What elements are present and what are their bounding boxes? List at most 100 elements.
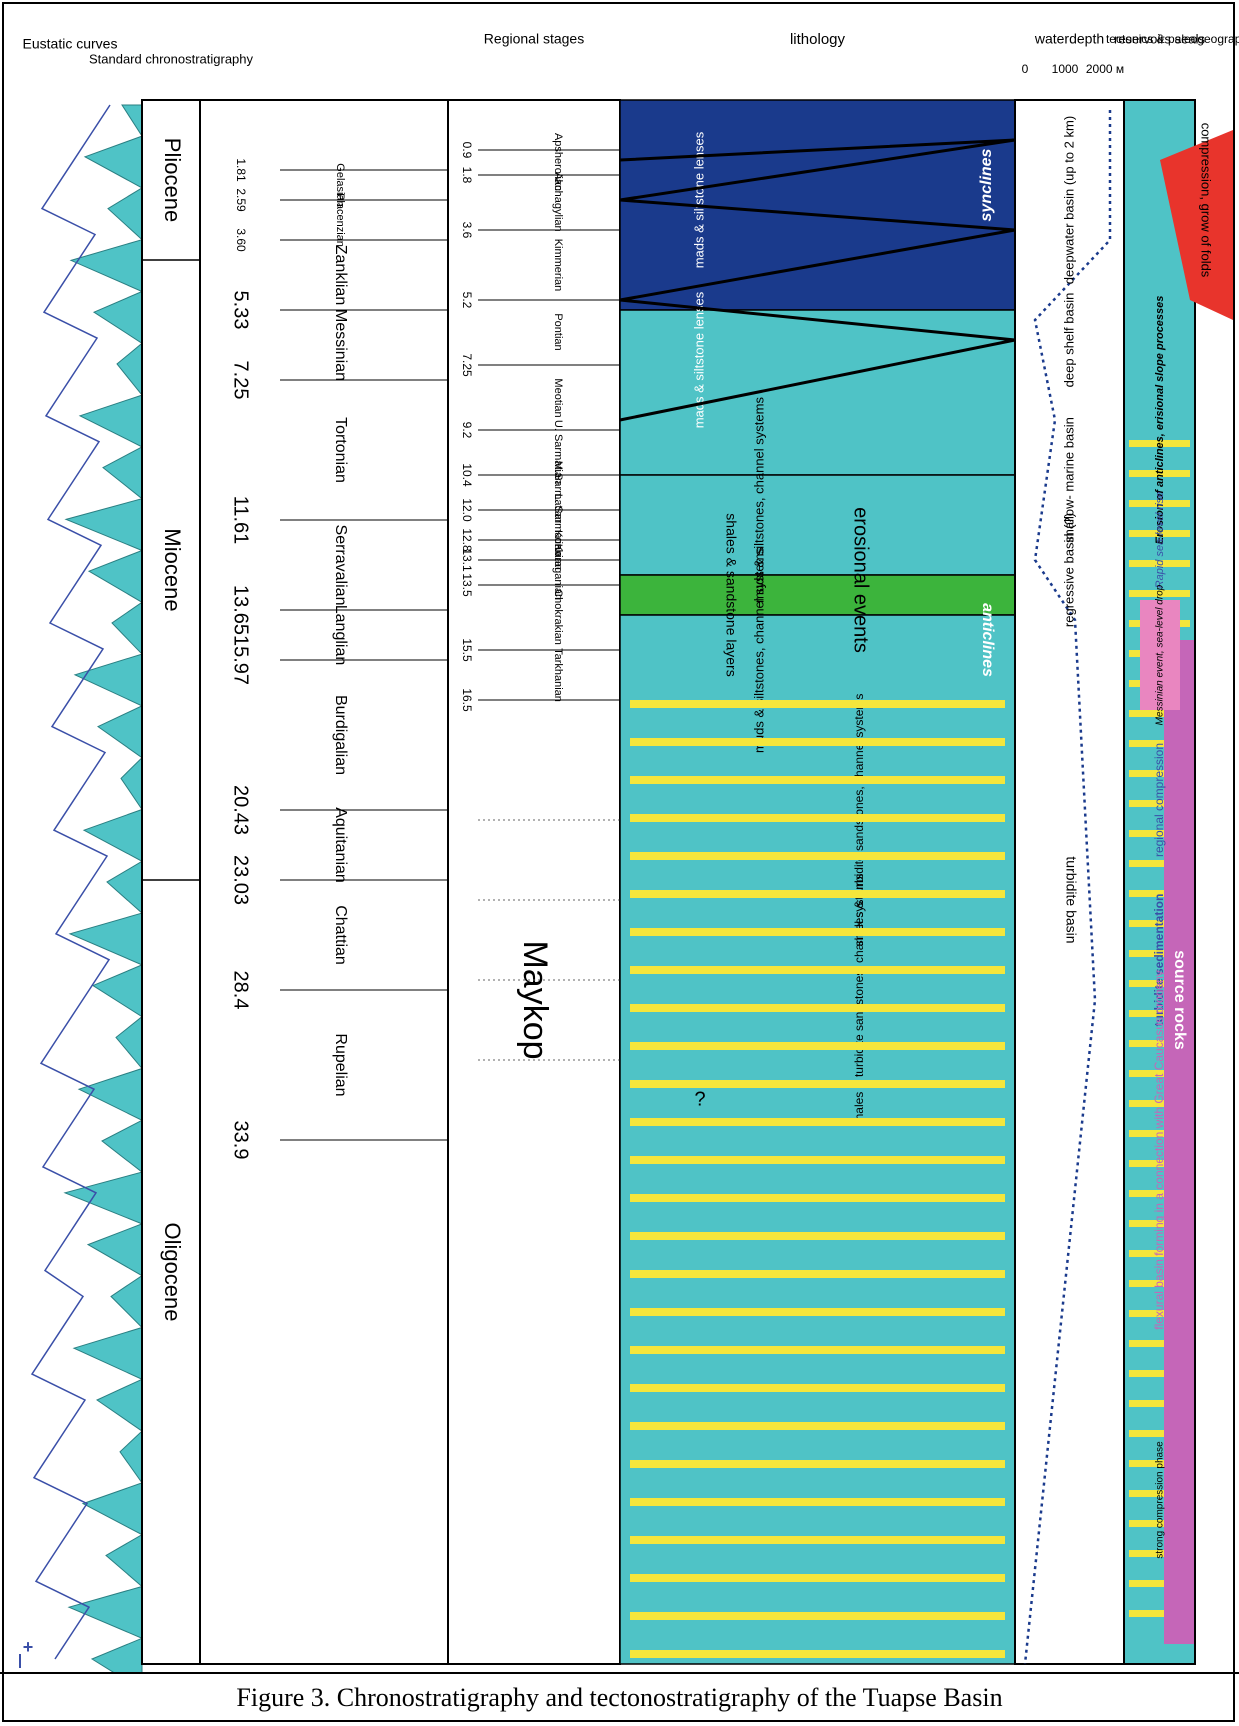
reservoir-layer	[1129, 1190, 1190, 1197]
epoch-column	[141, 99, 201, 1665]
sandstone-layer	[630, 814, 1005, 822]
tectonics-rapid-rise: Rapid sea-level rise	[1154, 492, 1166, 589]
sandstone-layer	[630, 738, 1005, 746]
sandstone-layer	[630, 1536, 1005, 1544]
reservoir-layer	[1129, 590, 1190, 597]
label-shales-sandstone: shales & sandstone layers	[723, 513, 739, 676]
regional-age-10: 13.5	[460, 573, 474, 597]
regional-stage-8: Konkian	[552, 530, 564, 570]
standard-stage-1: Placenzian	[334, 193, 346, 247]
header-tectonics: tectonics & paleogeography	[1106, 32, 1239, 46]
reservoir-layer	[1129, 890, 1190, 897]
reservoir-layer	[1129, 440, 1190, 447]
regional-age-1: 1.8	[460, 167, 474, 184]
standard-stage-3: Messinian	[332, 309, 349, 381]
regional-age-9: 13.1	[460, 548, 474, 572]
reservoir-layer	[1129, 800, 1190, 807]
sandstone-layer	[630, 1004, 1005, 1012]
standard-stage-4: Tortonian	[332, 417, 349, 483]
label-erosional: erosional events	[850, 507, 872, 653]
reservoir-layer	[1129, 1040, 1190, 1047]
reservoir-layer	[1129, 1250, 1190, 1257]
regional-stage-6: M.Sarmatian	[552, 461, 564, 523]
sandstone-layer	[630, 852, 1005, 860]
sandstone-layer	[630, 1498, 1005, 1506]
regional-stage-0: Apsherolian	[552, 133, 564, 191]
regional-age-11: 15.5	[460, 638, 474, 662]
header-regional: Regional stages	[484, 31, 584, 47]
regional-stage-7: L. Sarmatian	[552, 494, 564, 556]
standard-age-11: 33.9	[230, 1121, 252, 1160]
waterdepth-deep-shelf: deep shelf basin	[1061, 293, 1076, 388]
regional-stage-3: Pontian	[552, 313, 564, 350]
standard-age-6: 13.65	[230, 585, 252, 635]
standard-age-3: 5.33	[230, 291, 252, 330]
tectonics-strong-phase: strong compression phase	[1155, 1441, 1166, 1559]
sandstone-layer	[630, 1194, 1005, 1202]
reservoir-layer	[1129, 980, 1190, 987]
sandstone-layer	[630, 1574, 1005, 1582]
label-synclines: synclines	[978, 148, 995, 221]
eustatic-blue-curve	[30, 104, 111, 1660]
regional-age-2: 3.6	[460, 222, 474, 239]
regional-age-3: 5.2	[460, 292, 474, 309]
reservoir-layer	[1129, 830, 1190, 837]
compression-wedge	[1160, 130, 1233, 320]
regional-maykop: Maykop	[516, 940, 554, 1059]
figure-caption: Figure 3. Chronostratigraphy and tectono…	[0, 1672, 1239, 1722]
reservoir-layer	[1129, 710, 1190, 717]
reservoir-layer	[1129, 1370, 1190, 1377]
lithology-teal-middle	[619, 474, 1016, 576]
eustatic-plus-sign: +	[23, 1637, 34, 1657]
reservoir-layer	[1129, 1430, 1190, 1437]
sandstone-layer	[630, 1460, 1005, 1468]
reservoir-layer	[1129, 1460, 1190, 1467]
tectonics-turbidite-sed: turbidite sedimentation	[1152, 894, 1166, 1027]
reservoir-layer	[1129, 560, 1190, 567]
header-waterdepth: waterdepth	[1034, 31, 1104, 47]
reservoir-layer	[1129, 1070, 1190, 1077]
regional-stage-2: Kimmerian	[552, 239, 564, 292]
regional-stage-10: Chokrakian	[552, 589, 564, 645]
reservoir-layer	[1129, 1610, 1190, 1617]
sandstone-layer	[630, 1118, 1005, 1126]
waterdepth-tick-1: 1000	[1052, 62, 1079, 76]
reservoir-layer	[1129, 770, 1190, 777]
regional-stage-11: Tarkhanian	[552, 648, 564, 702]
sandstone-layer	[630, 966, 1005, 974]
header-lithology: lithology	[790, 31, 846, 48]
header-eustatic: Eustatic curves	[23, 36, 118, 52]
sandstone-layer	[630, 1384, 1005, 1392]
standard-age-9: 23.03	[230, 855, 252, 905]
reservoir-layer	[1129, 1340, 1190, 1347]
reservoir-layer	[1129, 740, 1190, 747]
source-rocks-band	[1164, 640, 1194, 1644]
reservoir-layer	[1129, 1520, 1190, 1527]
standard-age-5: 11.61	[230, 496, 252, 545]
standard-stage-2: Zanklian	[332, 245, 349, 305]
reservoir-layer	[1129, 1220, 1190, 1227]
reservoir-layer	[1129, 1100, 1190, 1107]
epoch-label-miocene: Miocene	[160, 528, 185, 611]
reservoir-layer	[1129, 1580, 1190, 1587]
reservoir-layer	[1129, 1010, 1190, 1017]
sandstone-layer	[630, 1270, 1005, 1278]
label-anticlines: anticlines	[979, 603, 996, 677]
reservoir-layer	[1129, 470, 1190, 477]
tectonics-erosion: Erosion of anticlines, erisional slope p…	[1154, 296, 1166, 545]
waterdepth-shallow: shallow- marine basin	[1061, 417, 1076, 543]
regional-age-5: 9.2	[460, 422, 474, 439]
reservoir-layer	[1129, 1280, 1190, 1287]
regional-age-8: 12.8	[460, 528, 474, 552]
reservoir-layer	[1129, 860, 1190, 867]
reservoir-layer	[1129, 1160, 1190, 1167]
lithology-teal-upper	[619, 309, 1016, 476]
sandstone-layer	[630, 1612, 1005, 1620]
reservoir-layer	[1129, 950, 1190, 957]
standard-stage-5: Serravalian	[332, 525, 349, 606]
waterdepth-tick-2: 2000 м	[1086, 62, 1124, 76]
standard-column	[199, 99, 449, 1665]
header-reservoirs: reservoirs seals	[1114, 31, 1206, 46]
sandstone-layer	[630, 700, 1005, 708]
